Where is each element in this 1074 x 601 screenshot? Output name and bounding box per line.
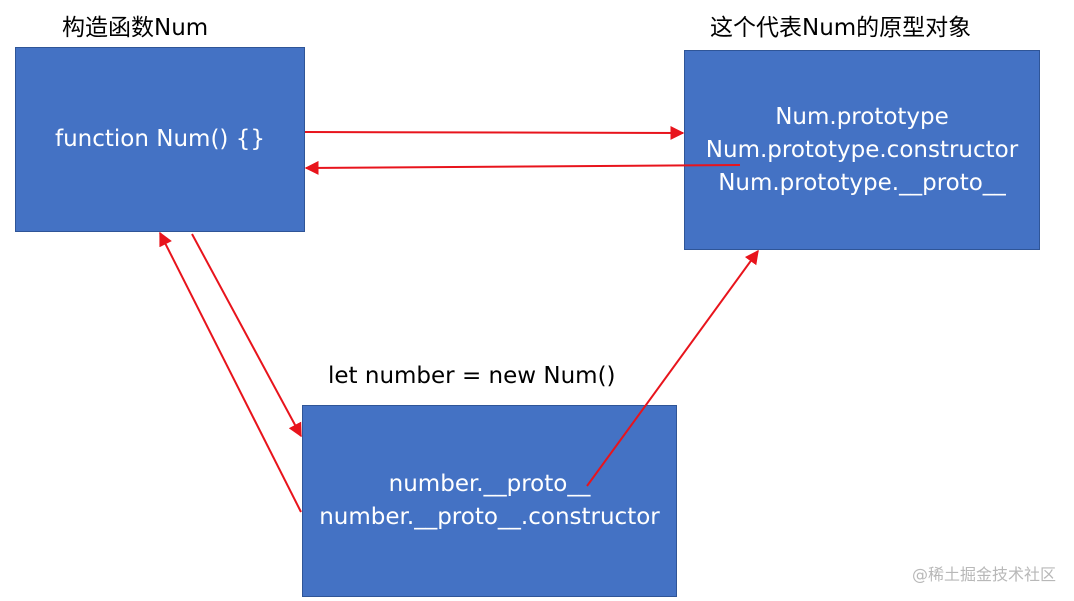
instance-box: number.__proto__ number.__proto__.constr… [302, 405, 677, 597]
arrow-instance-to-prototype [586, 249, 759, 487]
constructor-line-1: function Num() {} [55, 126, 265, 152]
arrow-constructor-to-instance [191, 233, 302, 438]
prototype-title: 这个代表Num的原型对象 [710, 15, 972, 41]
prototype-line-2: Num.prototype.constructor [705, 136, 1019, 163]
watermark: @稀土掘金技术社区 [911, 565, 1056, 584]
instance-line-1: number.__proto__ [388, 471, 591, 497]
constructor-box: function Num() {} [15, 47, 305, 232]
prototype-line-3: Num.prototype.__proto__ [718, 169, 1006, 196]
prototype-line-1: Num.prototype [775, 103, 949, 130]
arrow-constructor-to-prototype [304, 125, 685, 140]
instance-title: let number = new Num() [328, 363, 616, 389]
arrow-instance-to-constructor [159, 231, 302, 513]
arrow-prototype-to-constructor [304, 160, 741, 175]
constructor-title: 构造函数Num [62, 15, 209, 41]
prototype-box: Num.prototype Num.prototype.constructor … [684, 50, 1040, 250]
instance-line-2: number.__proto__.constructor [319, 504, 660, 530]
